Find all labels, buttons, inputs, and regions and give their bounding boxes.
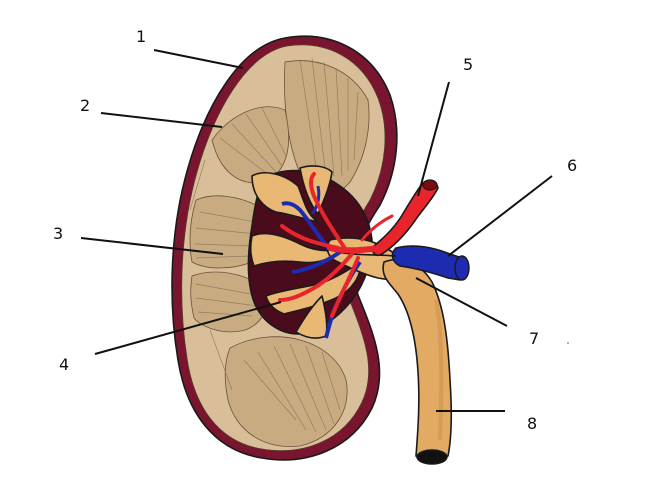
ureter-highlight (434, 299, 444, 441)
leader-2 (100, 112, 223, 128)
label-8: 8 (527, 414, 537, 433)
minor-calyx-upper (299, 165, 333, 215)
leader-lines (80, 49, 553, 412)
renal-vein-opening (454, 255, 470, 281)
number-labels: 1 2 3 4 5 6 7 8 (53, 27, 577, 433)
ureter-opening (416, 449, 448, 465)
renal-artery-opening (422, 179, 438, 191)
label-7: 7 (529, 329, 539, 348)
leader-5 (417, 81, 450, 197)
minor-calyx-bottom (295, 295, 328, 339)
leader-1 (153, 49, 244, 69)
speck (567, 342, 569, 344)
leader-3 (80, 237, 224, 255)
label-5: 5 (463, 55, 473, 74)
pyramid-lower (224, 336, 348, 447)
leader-7 (415, 277, 508, 327)
label-2: 2 (80, 96, 90, 115)
label-4: 4 (59, 355, 69, 374)
pyramid-lower-left (190, 271, 269, 333)
pyramid-upper-left (211, 106, 290, 184)
renal-artery (278, 172, 439, 318)
cortex-striations (189, 57, 359, 433)
label-1: 1 (136, 27, 146, 46)
label-3: 3 (53, 224, 63, 243)
leader-6 (447, 175, 553, 257)
label-6: 6 (567, 156, 577, 175)
leader-4 (94, 301, 282, 355)
